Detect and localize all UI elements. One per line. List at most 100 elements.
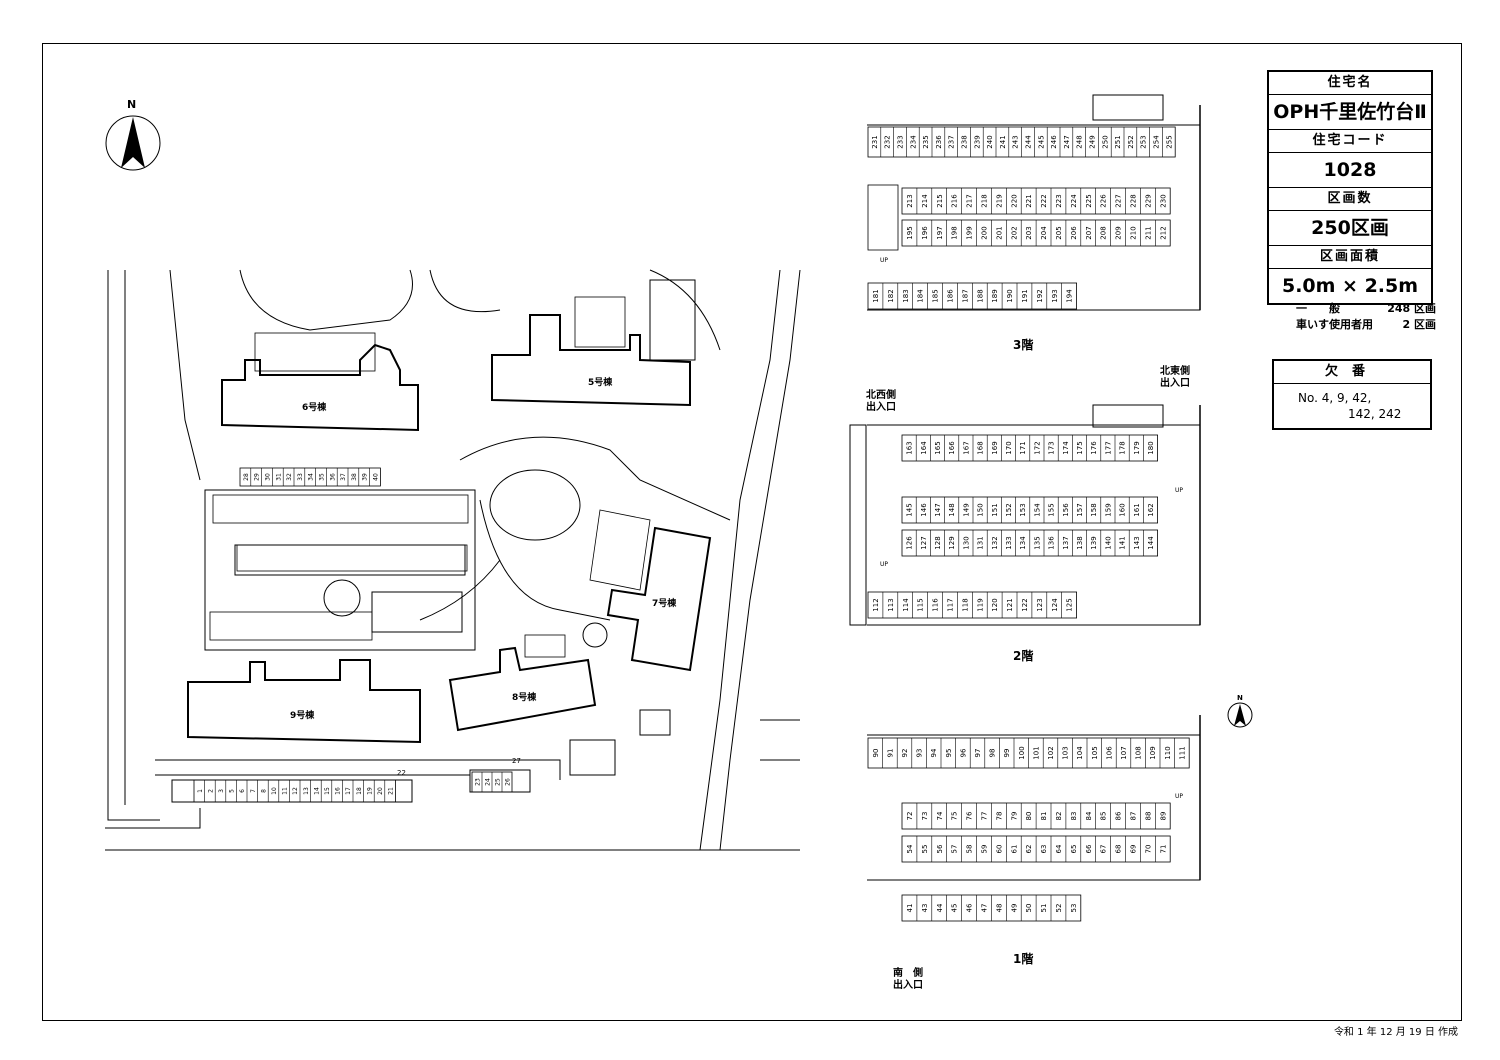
parking-number: 137 — [1062, 536, 1070, 549]
parking-number: 252 — [1127, 135, 1135, 148]
parking-number: 41 — [906, 904, 914, 913]
parking-number: 33 — [297, 473, 304, 481]
parking-number: 46 — [966, 903, 974, 912]
general-label: 一 般 — [1296, 302, 1340, 315]
parking-number: 88 — [1144, 812, 1152, 821]
parking-number: 47 — [980, 904, 988, 913]
parking-number: 234 — [909, 135, 917, 149]
up-label: UP — [1175, 793, 1183, 800]
parking-number: 120 — [991, 598, 999, 611]
floor-3-label: 3階 — [1013, 338, 1034, 352]
parking-number: 10 — [271, 787, 278, 795]
parking-number: 213 — [906, 194, 914, 207]
parking-number: 180 — [1147, 441, 1155, 454]
parking-number: 104 — [1076, 746, 1084, 760]
parking-number: 205 — [1055, 226, 1063, 239]
parking-number: 197 — [936, 226, 944, 239]
parking-number: 63 — [1040, 845, 1048, 854]
lot-count-label: 区画数 — [1269, 188, 1431, 211]
parking-number: 98 — [989, 749, 997, 758]
parking-number: 29 — [254, 473, 261, 481]
parking-number: 14 — [313, 787, 320, 795]
parking-number: 235 — [922, 135, 930, 148]
parking-number: 244 — [1025, 135, 1033, 149]
parking-number: 253 — [1140, 135, 1148, 148]
parking-number: 128 — [934, 536, 942, 549]
parking-number: 193 — [1051, 289, 1059, 302]
parking-number: 116 — [932, 598, 940, 612]
parking-number: 214 — [921, 194, 929, 208]
parking-number: 143 — [1133, 536, 1141, 549]
parking-number: 82 — [1055, 812, 1063, 821]
parking-number: 102 — [1047, 746, 1055, 759]
parking-number: 78 — [995, 812, 1003, 821]
building-5 — [491, 314, 691, 407]
parking-number: 246 — [1050, 135, 1058, 149]
parking-number: 207 — [1085, 226, 1093, 239]
parking-number: 105 — [1091, 746, 1099, 759]
parking-number: 159 — [1104, 503, 1112, 516]
parking-number: 127 — [920, 536, 928, 549]
parking-number: 45 — [951, 904, 959, 913]
parking-number: 87 — [1129, 812, 1137, 821]
building-8 — [448, 646, 597, 732]
parking-number: 129 — [948, 536, 956, 549]
parking-number: 76 — [966, 811, 974, 820]
parking-number: 93 — [916, 749, 924, 758]
parking-number: 219 — [995, 194, 1003, 207]
housing-name-label: 住宅名 — [1269, 72, 1431, 95]
parking-number: 133 — [1005, 536, 1013, 549]
parking-number: 53 — [1070, 904, 1078, 913]
parking-number: 203 — [1025, 226, 1033, 239]
parking-number: 164 — [920, 441, 928, 455]
drawing-frame — [42, 43, 1462, 1021]
lot-area-label: 区画面積 — [1269, 246, 1431, 269]
parking-number: 101 — [1032, 746, 1040, 759]
parking-number: 2 — [207, 789, 214, 793]
parking-number: 89 — [1159, 812, 1167, 821]
parking-number: 232 — [884, 135, 892, 148]
parking-number: 162 — [1147, 503, 1155, 516]
parking-number: 187 — [961, 289, 969, 302]
parking-number: 226 — [1100, 194, 1108, 208]
up-label: UP — [880, 257, 888, 264]
parking-number: 191 — [1021, 289, 1029, 302]
parking-number: 175 — [1076, 441, 1084, 454]
parking-number: 222 — [1040, 194, 1048, 207]
info-table: 住宅名 OPH千里佐竹台Ⅱ 住宅コード 1028 区画数 250区画 区画面積 … — [1267, 70, 1433, 305]
parking-number: 160 — [1119, 503, 1127, 516]
parking-number: 66 — [1085, 844, 1093, 853]
parking-number: 100 — [1018, 746, 1026, 759]
parking-number: 181 — [872, 289, 880, 302]
north-arrow-icon: N — [105, 98, 161, 171]
parking-number: 79 — [1010, 812, 1018, 821]
wheelchair-label: 車いす使用者用 — [1296, 318, 1373, 331]
parking-number: 210 — [1129, 226, 1137, 239]
north-label: N — [127, 98, 136, 111]
parking-number: 72 — [906, 812, 914, 821]
parking-number: 155 — [1048, 503, 1056, 516]
parking-number: 186 — [946, 289, 954, 303]
parking-number: 3 — [218, 789, 225, 793]
parking-number: 158 — [1090, 503, 1098, 516]
parking-number: 151 — [991, 503, 999, 516]
parking-number: 139 — [1090, 536, 1098, 549]
parking-number: 108 — [1135, 746, 1143, 759]
parking-number: 109 — [1149, 746, 1157, 759]
parking-number: 54 — [906, 844, 914, 853]
parking-number: 174 — [1062, 441, 1070, 455]
parking-number: 113 — [887, 598, 895, 611]
parking-number: 170 — [1005, 441, 1013, 454]
parking-number: 190 — [1006, 289, 1014, 302]
parking-number: 161 — [1133, 503, 1141, 516]
parking-number: 201 — [995, 226, 1003, 239]
parking-number: 118 — [961, 598, 969, 611]
parking-number: 61 — [1010, 845, 1018, 854]
parking-number: 71 — [1159, 845, 1167, 854]
parking-number: 68 — [1115, 845, 1123, 854]
parking-number: 221 — [1025, 194, 1033, 207]
parking-number: 17 — [345, 787, 352, 795]
